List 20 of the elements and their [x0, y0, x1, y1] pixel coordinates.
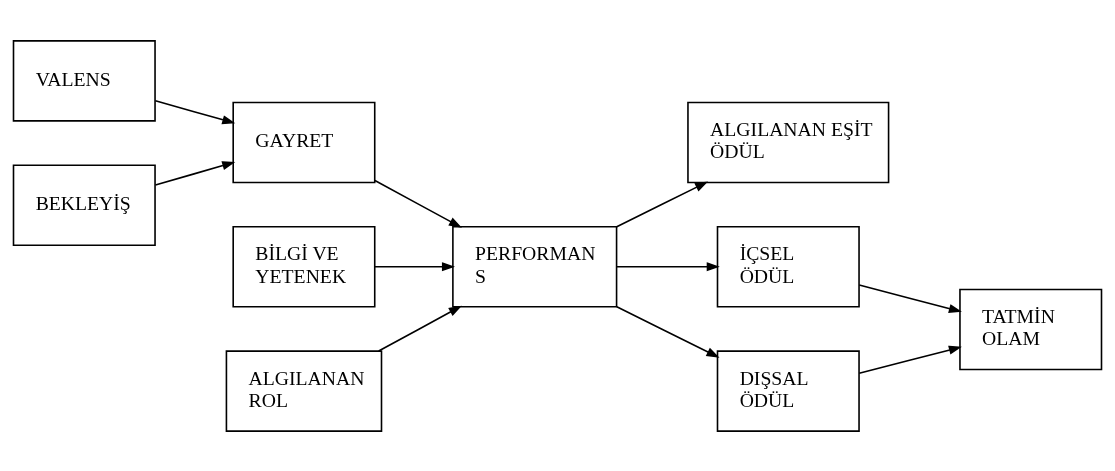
arrow: [154, 99, 236, 124]
node-box: BİLGİ VE YETENEK: [232, 225, 376, 308]
node-box: PERFORMAN S: [452, 225, 618, 308]
node-box: GAYRET: [232, 101, 376, 183]
node-box: TATMİN OLAM: [959, 288, 1103, 370]
arrow: [616, 305, 720, 358]
arrow: [858, 283, 962, 313]
node-box: ALGILANAN EŞİT ÖDÜL: [687, 101, 890, 183]
node-box: İÇSEL ÖDÜL: [716, 225, 860, 308]
node-box: ALGILANAN ROL: [225, 349, 383, 432]
arrow: [374, 261, 455, 271]
node-box: DIŞSAL ÖDÜL: [716, 349, 860, 432]
arrow: [154, 160, 236, 186]
arrow: [616, 261, 720, 271]
arrow: [616, 181, 709, 228]
arrow: [858, 345, 962, 374]
arrow: [374, 179, 462, 228]
node-box: BEKLEYİŞ: [12, 163, 156, 246]
node-box: VALENS: [12, 39, 156, 122]
arrow: [377, 305, 462, 352]
